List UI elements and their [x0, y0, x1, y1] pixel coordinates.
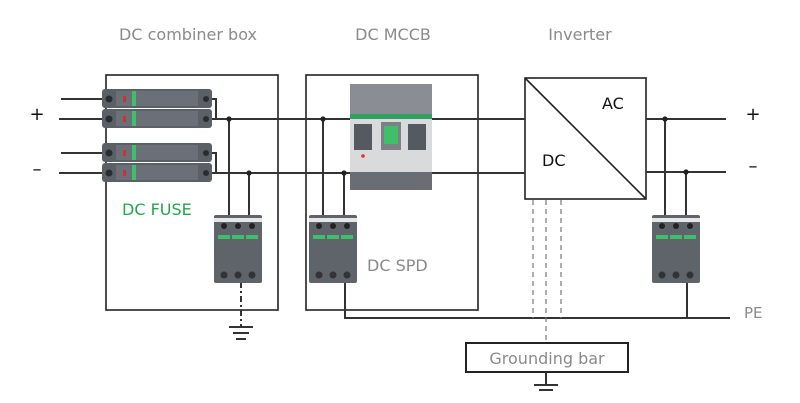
fuse-output-ties: [212, 98, 217, 173]
inverter-ground-dashes: [532, 200, 562, 343]
fuse-1: [102, 89, 212, 108]
inverter-title: Inverter: [548, 25, 612, 44]
grounding-bar: [465, 342, 629, 373]
dc-fuses: [102, 89, 212, 182]
spd-taps: [226, 116, 689, 217]
output-plus-label: +: [745, 104, 760, 125]
dc-spd-label: DC SPD: [367, 256, 428, 275]
pe-label: PE: [744, 304, 763, 322]
mccb-enclosure: [305, 74, 479, 311]
grounding-bar-ground-icon: [534, 372, 558, 391]
output-spd: [652, 215, 700, 283]
combiner-ground-symbol-icon: [229, 326, 253, 340]
inverter-ac-label: AC: [602, 94, 624, 113]
mccb-spd: [309, 215, 357, 283]
inverter-dc-label: DC: [542, 151, 566, 170]
input-minus-label: –: [33, 159, 42, 180]
combiner-spd: [214, 215, 262, 283]
combiner-box-title: DC combiner box: [119, 25, 257, 44]
grounding-bar-label: Grounding bar: [489, 349, 605, 368]
fuse-3: [102, 143, 212, 162]
input-wires: [59, 98, 104, 174]
dc-fuse-label: DC FUSE: [122, 200, 192, 219]
fuse-4: [102, 163, 212, 182]
mccb-title: DC MCCB: [355, 25, 431, 44]
mccb-breaker: [350, 84, 432, 190]
inverter-diagonal: [524, 77, 647, 200]
input-plus-label: +: [29, 104, 44, 125]
pe-bus: [344, 282, 730, 319]
fuse-2: [102, 109, 212, 128]
combiner-box-enclosure: [105, 74, 279, 311]
output-minus-label: –: [749, 156, 758, 177]
inverter-box: [524, 77, 647, 200]
